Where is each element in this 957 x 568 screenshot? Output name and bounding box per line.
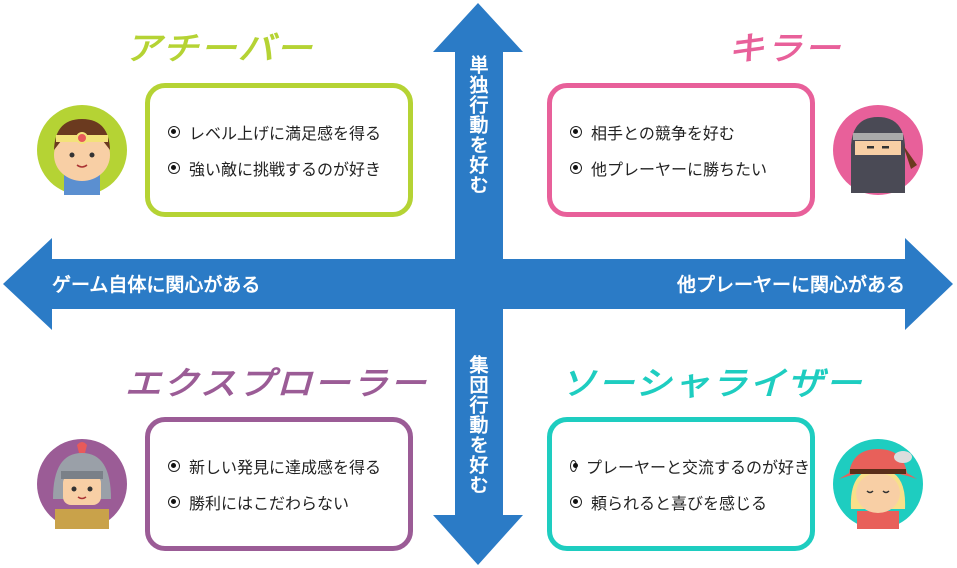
socializer-title: ソーシャライザー: [560, 365, 864, 403]
item-text: 他プレーヤーに勝ちたい: [591, 160, 768, 179]
item-text: 新しい発見に達成感を得る: [189, 458, 382, 477]
knight-avatar-icon: [37, 439, 127, 529]
axis-label-right: 他プレーヤーに関心がある: [676, 274, 905, 296]
list-item: レベル上げに満足感を得る: [168, 120, 408, 144]
hero-avatar-icon: [37, 105, 127, 195]
list-item: 相手との競争を好む: [570, 120, 810, 144]
killer-box: 相手との競争を好む 他プレーヤーに勝ちたい: [547, 83, 815, 217]
bullet-icon: [168, 496, 180, 508]
list-item: 他プレーヤーに勝ちたい: [570, 156, 810, 180]
bullet-icon: [168, 126, 180, 138]
list-item: 頼られると喜びを感じる: [570, 490, 810, 514]
bullet-icon: [168, 460, 180, 472]
bullet-icon: [570, 126, 582, 138]
item-text: 勝利にはこだわらない: [189, 494, 350, 513]
item-text: 頼られると喜びを感じる: [591, 494, 768, 513]
bullet-icon: [570, 496, 582, 508]
ninja-avatar-icon: [833, 105, 923, 195]
item-text: レベル上げに満足感を得る: [189, 124, 382, 143]
bullet-icon: [168, 162, 180, 174]
socializer-box: プレーヤーと交流するのが好き 頼られると喜びを感じる: [547, 417, 815, 551]
list-item: 新しい発見に達成感を得る: [168, 454, 408, 478]
lady-avatar-icon: [833, 439, 923, 529]
vertical-axis-arrow: [433, 3, 523, 565]
axis-label-top: 単独行動を好む: [466, 55, 489, 195]
list-item: 強い敵に挑戦するのが好き: [168, 156, 408, 180]
list-item: プレーヤーと交流するのが好き: [570, 454, 810, 478]
bullet-icon: [570, 162, 582, 174]
item-text: プレーヤーと交流するのが好き: [585, 458, 810, 477]
achiever-box: レベル上げに満足感を得る 強い敵に挑戦するのが好き: [145, 83, 413, 217]
axis-label-bottom: 集団行動を好む: [466, 355, 489, 495]
explorer-box: 新しい発見に達成感を得る 勝利にはこだわらない: [145, 417, 413, 551]
item-text: 相手との競争を好む: [591, 124, 735, 143]
achiever-title: アチーバー: [125, 30, 314, 68]
axis-label-left: ゲーム自体に関心がある: [52, 274, 261, 296]
killer-title: キラー: [728, 30, 843, 68]
explorer-title: エクスプローラー: [125, 365, 428, 403]
item-text: 強い敵に挑戦するのが好き: [189, 160, 382, 179]
list-item: 勝利にはこだわらない: [168, 490, 408, 514]
bullet-icon: [570, 460, 578, 472]
